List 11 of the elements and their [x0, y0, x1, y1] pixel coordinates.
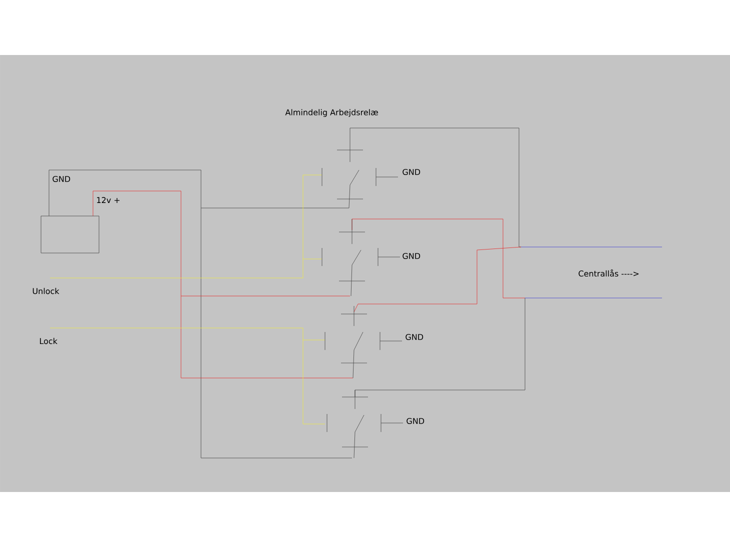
wire-label: GND	[402, 168, 420, 176]
wire-label: GND	[52, 176, 70, 182]
wire-label: Almindelig Arbejdsrelæ	[285, 109, 378, 117]
wire-label: Unlock	[32, 288, 60, 294]
wire-label: GND	[406, 334, 424, 340]
wire-label: GND	[406, 418, 424, 424]
wire-label: Centrallås ---->	[578, 269, 639, 277]
wire-label: 12v +	[97, 197, 120, 203]
wire-label: GND	[402, 252, 420, 260]
wire-label: Lock	[40, 338, 58, 344]
relay-box	[40, 216, 100, 254]
